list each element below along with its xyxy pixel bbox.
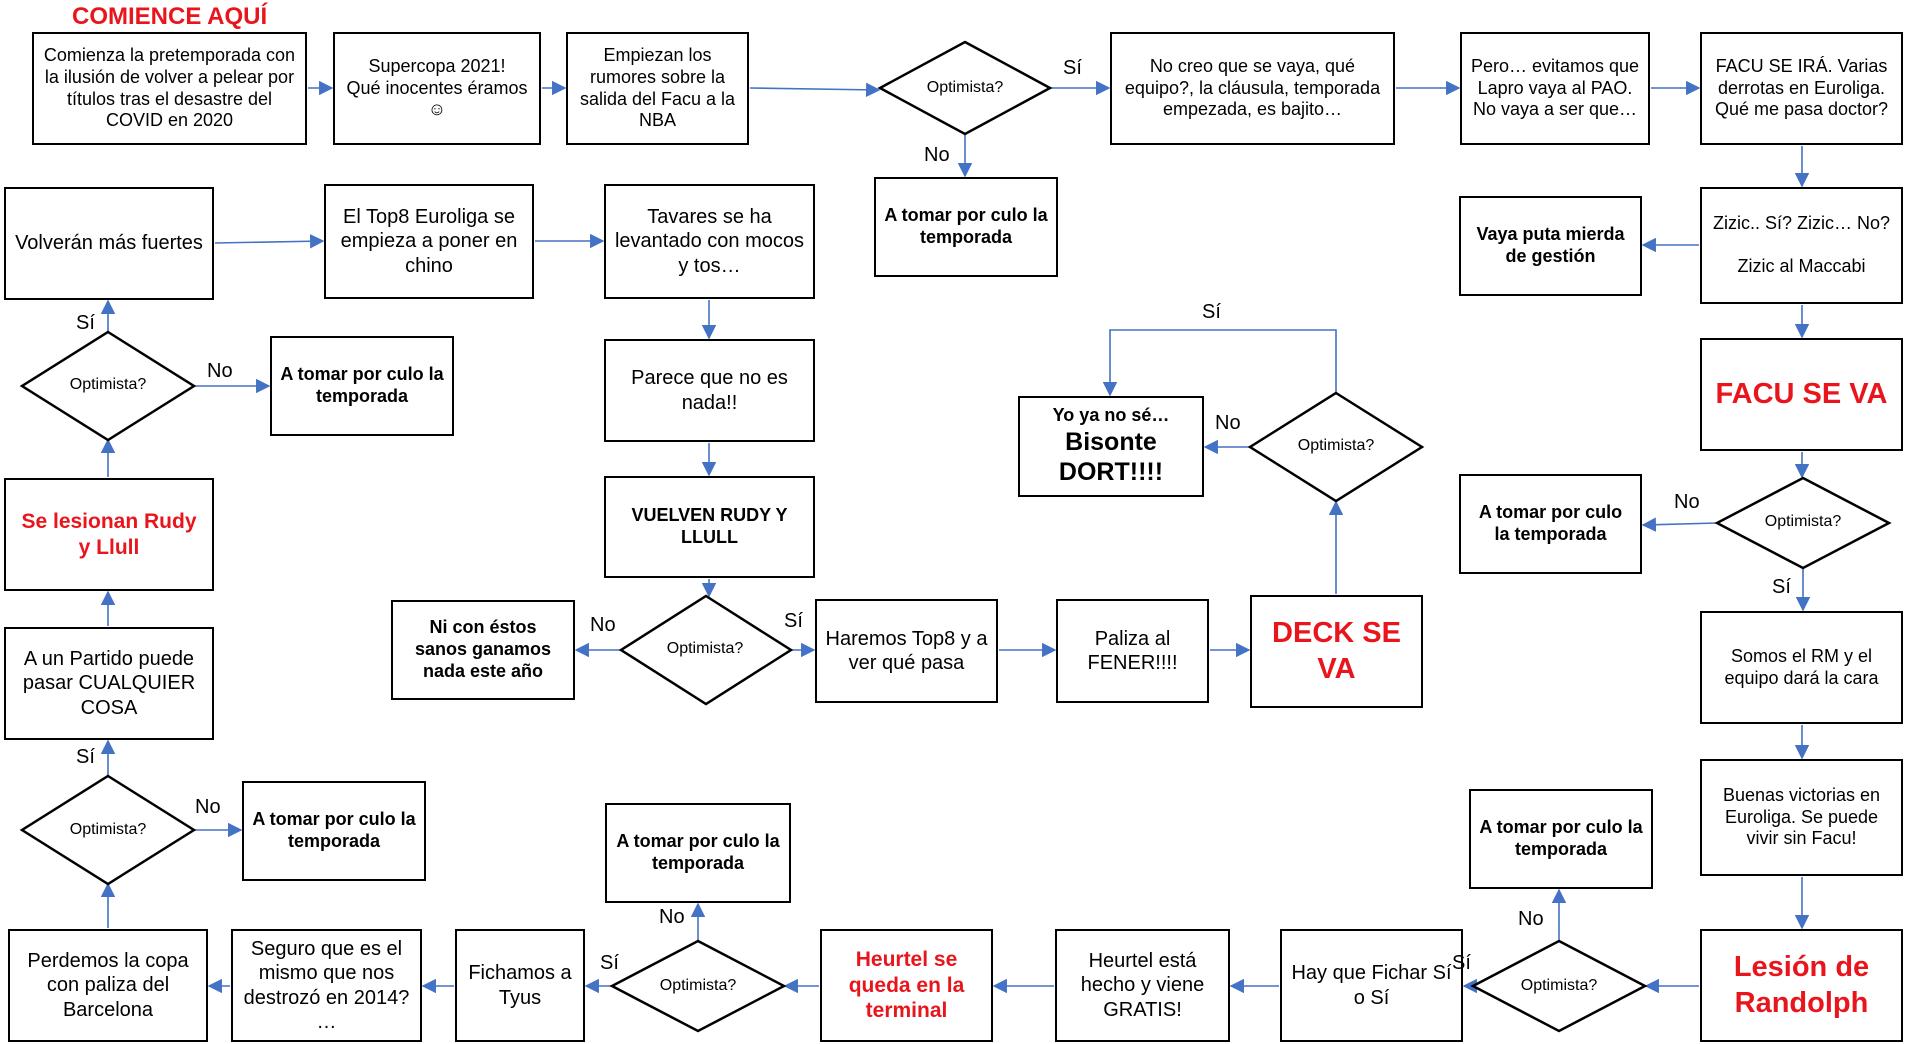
decision-label-1: Optimista? (926, 79, 1004, 96)
edge-label-d6-no: No (207, 360, 233, 382)
decision-3-diamond (1470, 939, 1648, 1033)
node-supercopa: Supercopa 2021! Qué inocentes éramos ☺ (333, 32, 541, 145)
edge-label-d5-yes: Sí (76, 746, 95, 768)
decision-5-diamond (19, 774, 197, 886)
node-haremos-top8: Haremos Top8 y a ver qué pasa (815, 599, 998, 703)
node-tomar-5: A tomar por culo la temporada (242, 781, 426, 881)
connector-arrow (214, 234, 325, 249)
node-ni-con-estos: Ni con éstos sanos ganamos nada este año (391, 600, 575, 700)
edge-label-d1-no: No (924, 144, 950, 166)
node-zizic: Zizic.. Sí? Zizic… No? Zizic al Maccabi (1700, 187, 1903, 304)
node-pretemporada: Comienza la pretemporada con la ilusión … (32, 32, 307, 145)
node-tomar-1: A tomar por culo la temporada (874, 177, 1058, 277)
connector-arrow (1641, 517, 1718, 532)
node-lesion-rudy-llull: Se lesionan Rudy y Llull (4, 478, 214, 591)
edge-label-d8-no: No (1215, 412, 1241, 434)
node-tomar-6: A tomar por culo la temporada (270, 336, 454, 436)
edge-label-d3-yes: Sí (1452, 952, 1471, 974)
node-somos-rm: Somos el RM y el equipo dará la cara (1700, 611, 1903, 724)
node-volveran: Volverán más fuertes (4, 187, 214, 300)
node-buenas-victorias: Buenas victorias en Euroliga. Se puede v… (1700, 759, 1903, 876)
node-heurtel-hecho: Heurtel está hecho y viene GRATIS! (1055, 929, 1230, 1042)
decision-6-diamond (19, 330, 197, 442)
edge-label-d4-yes: Sí (600, 952, 619, 974)
edge-label-d1-yes: Sí (1063, 57, 1082, 79)
edge-label-d7-yes: Sí (784, 610, 803, 632)
node-deck-se-va: DECK SE VA (1250, 595, 1423, 708)
node-mierda-gestion: Vaya puta mierda de gestión (1459, 196, 1642, 296)
decision-label-5: Optimista? (69, 821, 147, 838)
edge-label-d8-yes: Sí (1202, 301, 1221, 323)
edge-label-d3-no: No (1518, 908, 1544, 930)
dort-line-1: Yo ya no sé… (1052, 405, 1170, 426)
node-facu-se-va: FACU SE VA (1700, 338, 1903, 451)
node-perdemos-copa: Perdemos la copa con paliza del Barcelon… (8, 929, 208, 1042)
node-un-partido: A un Partido puede pasar CUALQUIER COSA (4, 627, 214, 740)
decision-label-7: Optimista? (666, 640, 744, 657)
dort-line-2: Bisonte DORT!!!! (1058, 427, 1164, 487)
node-tomar-2: A tomar por culo la temporada (1459, 474, 1642, 574)
edge-label-d2-yes: Sí (1772, 576, 1791, 598)
node-bisonte-dort: Yo ya no sé… Bisonte DORT!!!! (1018, 396, 1204, 497)
edge-label-d2-no: No (1674, 491, 1700, 513)
edge-label-d6-yes: Sí (76, 312, 95, 334)
decision-label-6: Optimista? (69, 376, 147, 393)
node-mismo-2014: Seguro que es el mismo que nos destrozó … (231, 929, 422, 1042)
node-tomar-4: A tomar por culo la temporada (605, 803, 791, 903)
decision-1-diamond (877, 40, 1053, 136)
decision-8-diamond (1247, 391, 1425, 503)
edge-label-d4-no: No (659, 906, 685, 928)
edge-label-d5-no: No (195, 796, 221, 818)
decision-7-diamond (618, 594, 794, 706)
node-paliza-fener: Paliza al FENER!!!! (1056, 599, 1209, 703)
node-lesion-randolph: Lesión de Randolph (1700, 929, 1903, 1042)
node-facu-se-ira: FACU SE IRÁ. Varias derrotas en Euroliga… (1700, 32, 1903, 145)
node-rumores-facu: Empiezan los rumores sobre la salida del… (566, 32, 749, 145)
decision-label-3: Optimista? (1520, 977, 1598, 994)
node-no-creo: No creo que se vaya, qué equipo?, la clá… (1110, 32, 1395, 145)
node-vuelven-rudy-llull: VUELVEN RUDY Y LLULL (604, 476, 815, 578)
decision-4-diamond (609, 939, 787, 1033)
edge-label-d7-no: No (590, 614, 616, 636)
node-lapro: Pero… evitamos que Lapro vaya al PAO. No… (1460, 32, 1650, 145)
connector-arrow (1102, 329, 1337, 397)
node-fichar: Hay que Fichar Sí o Sí (1280, 929, 1463, 1042)
start-title: COMIENCE AQUÍ (72, 3, 268, 30)
decision-label-8: Optimista? (1297, 437, 1375, 454)
connector-arrow (749, 82, 881, 97)
node-top8-chino: El Top8 Euroliga se empieza a poner en c… (324, 184, 534, 299)
node-tomar-3: A tomar por culo la temporada (1469, 789, 1653, 889)
decision-label-2: Optimista? (1764, 513, 1842, 530)
node-heurtel-terminal: Heurtel se queda en la terminal (820, 929, 993, 1042)
node-parece-nada: Parece que no es nada!! (604, 339, 815, 442)
decision-2-diamond (1714, 476, 1892, 570)
node-tyus: Fichamos a Tyus (455, 929, 585, 1042)
node-tavares: Tavares se ha levantado con mocos y tos… (604, 184, 815, 299)
decision-label-4: Optimista? (659, 977, 737, 994)
